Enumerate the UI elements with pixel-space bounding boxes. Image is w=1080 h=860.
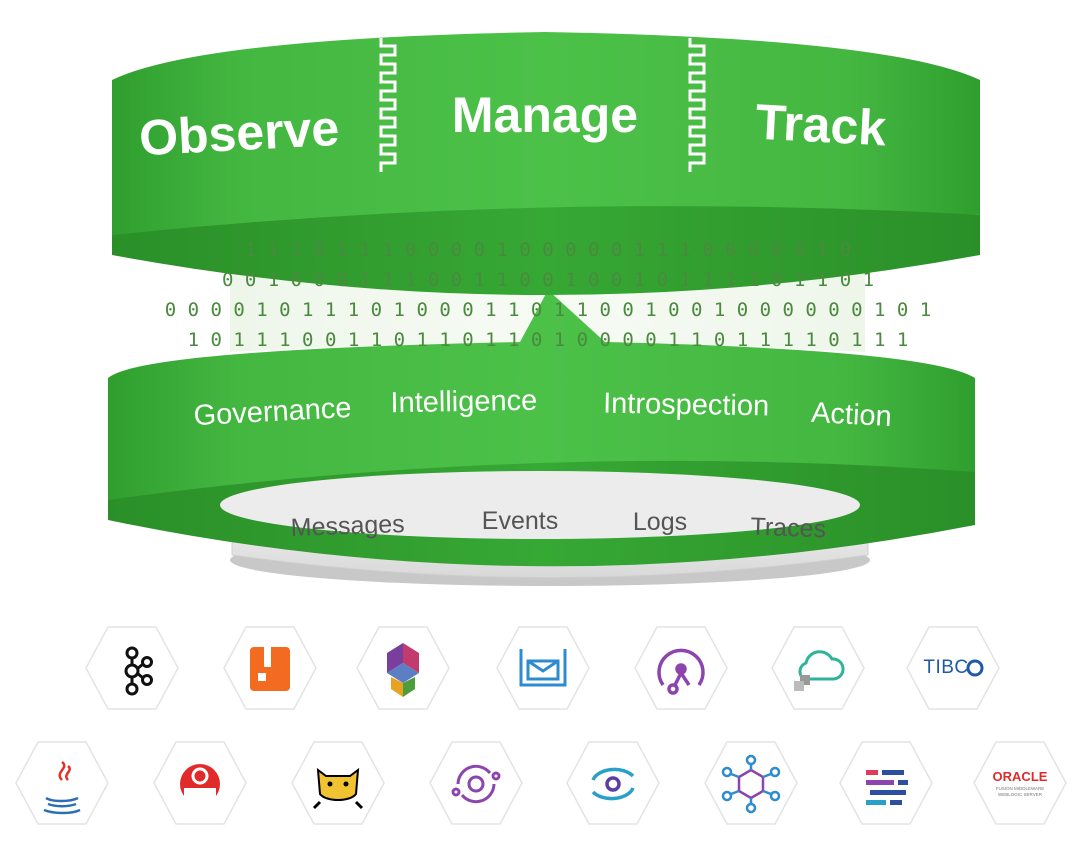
- middle-ring-label-intelligence: Intelligence: [390, 385, 537, 420]
- logo-text: TIBC: [923, 657, 969, 678]
- middle-ring-hole: [220, 471, 860, 539]
- bottom-ring-label-events: Events: [482, 507, 558, 535]
- event-hub-icon: [721, 754, 781, 814]
- middle-ring-label-action: Action: [810, 397, 892, 433]
- top-ring: [112, 32, 980, 235]
- integration-logo: [84, 625, 180, 711]
- solace-icon: [180, 764, 220, 816]
- platform-diagram: Observe Manage Track 1 1 1 0 1 1 1 0 0 0 0…: [108, 32, 980, 586]
- binary-row: 1 1 1 0 1 1 1 0 0 0 0 1 0 0 0 0 0 1 1 1 …: [245, 239, 851, 261]
- integration-logo: TIBC: [905, 625, 1001, 711]
- integration-logo: [770, 625, 866, 711]
- rabbitmq-icon: [250, 647, 290, 691]
- activemq-icon: [387, 643, 419, 697]
- middle-ring-label-introspection: Introspection: [603, 388, 770, 423]
- nats-icon: [591, 767, 635, 801]
- integration-logo: [565, 740, 661, 826]
- bottom-ring-label-logs: Logs: [633, 508, 687, 536]
- binary-row: 0 0 1 0 0 0 1 1 1 0 0 1 1 0 0 1 0 0 1 0 …: [222, 269, 874, 291]
- integration-logo: [633, 625, 729, 711]
- binary-row: 1 0 1 1 1 0 0 1 1 0 1 1 0 1 1 0 1 0 0 0 …: [188, 329, 909, 351]
- tibco-icon: [966, 659, 984, 677]
- log-stream-icon: [866, 770, 908, 805]
- cloud-integration-icon: [794, 650, 845, 691]
- ring-dividers: [379, 38, 706, 172]
- top-ring-inner: [112, 195, 980, 295]
- java-icon: [43, 761, 81, 815]
- integration-logo: [290, 740, 386, 826]
- integration-logo: [222, 625, 318, 711]
- top-ring-label-manage: Manage: [452, 87, 638, 143]
- apache-pulsar-icon: [657, 648, 705, 695]
- logo-subtext: FUSION MIDDLEWARE WEBLOGIC SERVER: [995, 786, 1045, 797]
- top-ring-label-observe: Observe: [138, 100, 341, 166]
- binary-row: 0 0 0 0 1 0 1 1 1 0 1 0 0 0 1 1 0 1 1 0 …: [165, 299, 931, 321]
- integration-logo: [703, 740, 799, 826]
- logo-text: ORACLE: [992, 769, 1048, 785]
- bottom-ring-label-traces: Traces: [750, 513, 826, 544]
- integration-logo: [355, 625, 451, 711]
- integration-logo: [152, 740, 248, 826]
- tibco-icon-wordmark: TIBC: [905, 625, 1001, 711]
- integration-logo: [495, 625, 591, 711]
- ring-stack-diagram: Observe Manage Track 1 1 1 0 1 1 1 0 0 0 0…: [108, 32, 980, 586]
- integration-logo: [838, 740, 934, 826]
- integration-logo: [428, 740, 524, 826]
- apache-tomcat-icon: [312, 767, 364, 810]
- kafka-icon: [124, 646, 153, 696]
- amazon-sqs-icon: [519, 649, 567, 687]
- bottom-ring-label-messages: Messages: [290, 510, 405, 542]
- integration-logo: [14, 740, 110, 826]
- middle-ring: [108, 290, 975, 500]
- top-ring-label-track: Track: [754, 94, 888, 157]
- azure-service-bus-icon: [451, 764, 501, 804]
